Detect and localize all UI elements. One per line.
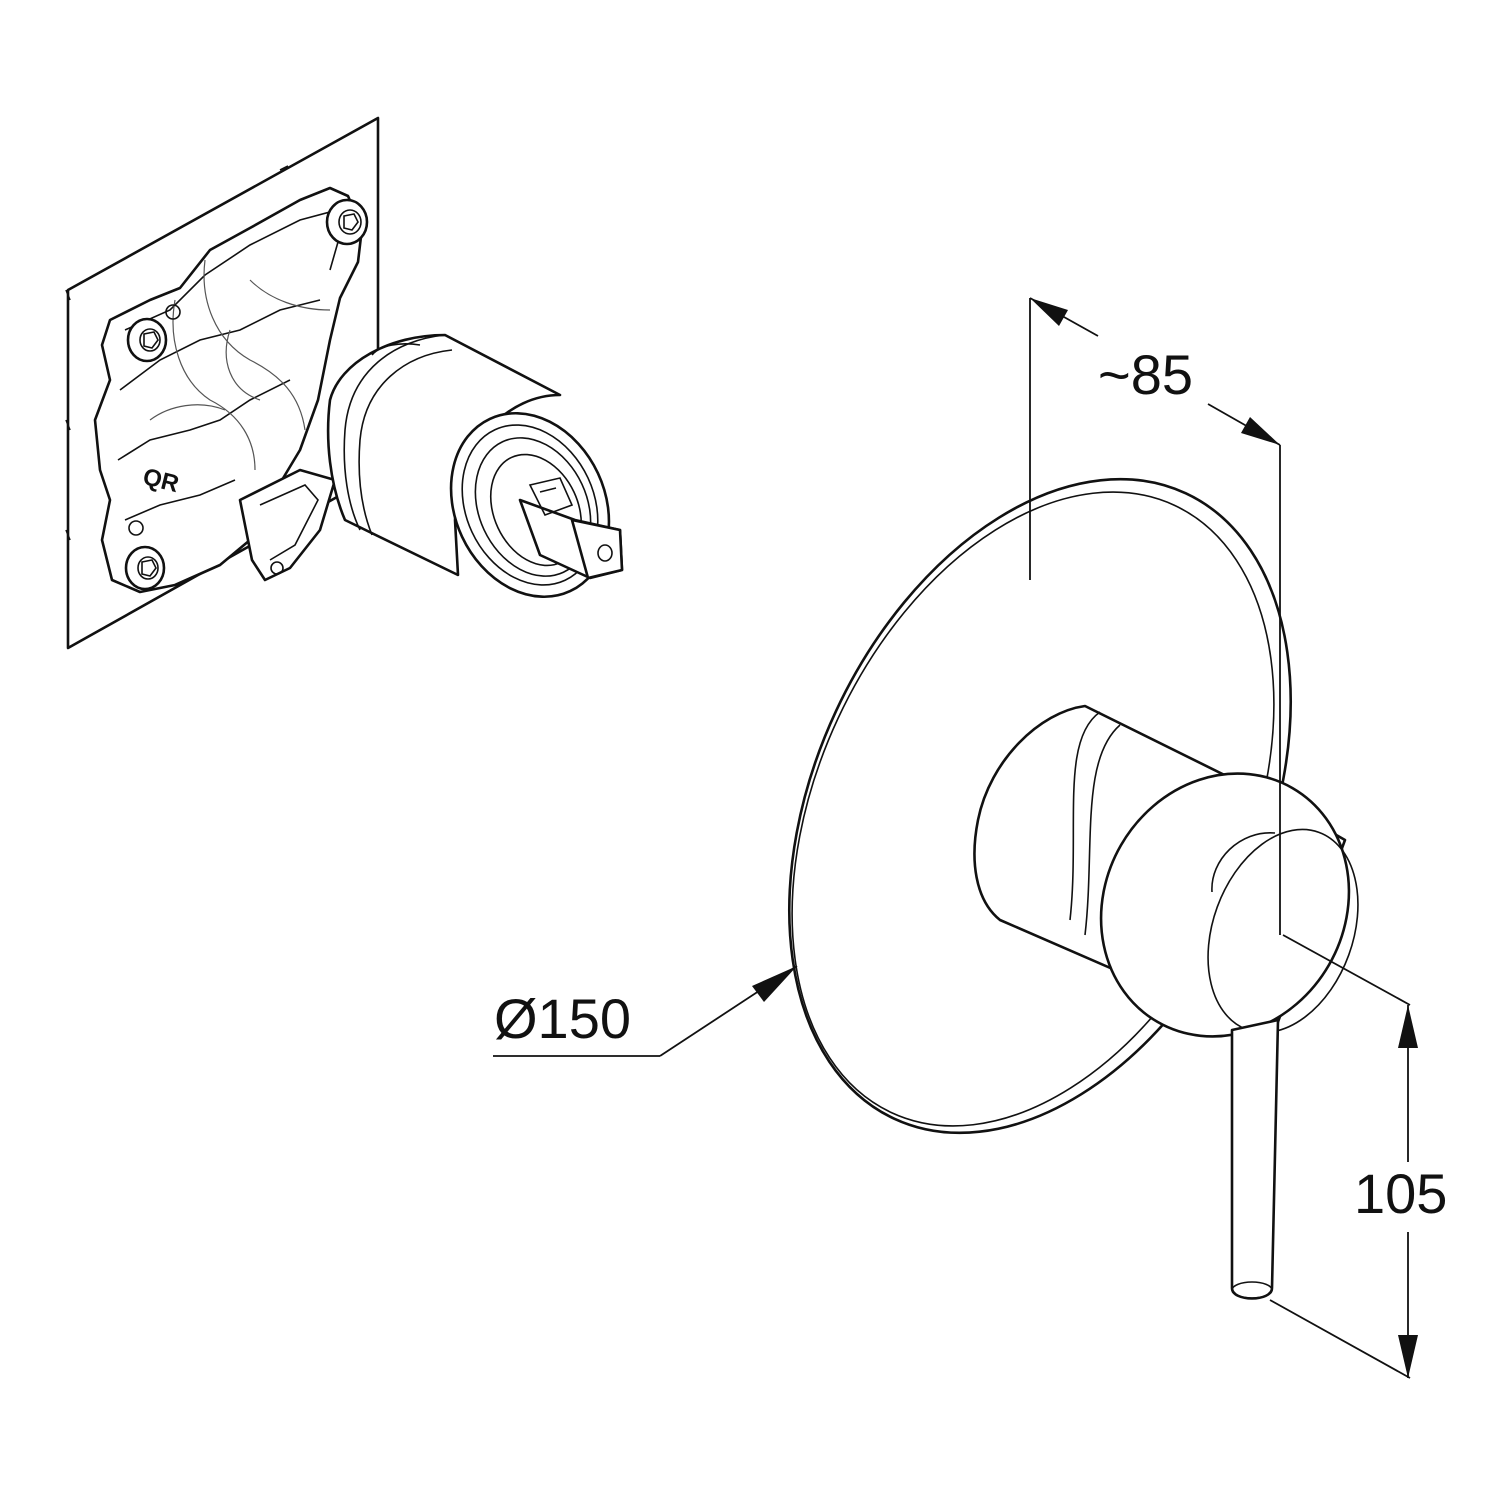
dimension-diameter: Ø150 xyxy=(493,965,798,1057)
screw-lower-left xyxy=(124,545,166,591)
handle-cap xyxy=(1099,772,1351,1038)
handle-body xyxy=(973,704,1359,1038)
rough-in-valve-body: QR xyxy=(65,116,624,650)
dimension-diameter-label: Ø150 xyxy=(494,987,631,1050)
dimension-depth: ~85 xyxy=(1029,297,1281,935)
lower-bracket xyxy=(238,468,337,582)
dimension-height-label: 105 xyxy=(1354,1162,1447,1225)
screw-top-right xyxy=(325,198,369,246)
screw-upper-left xyxy=(126,317,168,363)
housing-body xyxy=(93,186,364,594)
trim-assembly xyxy=(788,477,1359,1300)
valve-spindle xyxy=(518,477,624,580)
dimension-depth-label: ~85 xyxy=(1098,343,1193,406)
dimension-height: 105 xyxy=(1269,934,1447,1379)
handle-lever xyxy=(1230,1018,1280,1300)
